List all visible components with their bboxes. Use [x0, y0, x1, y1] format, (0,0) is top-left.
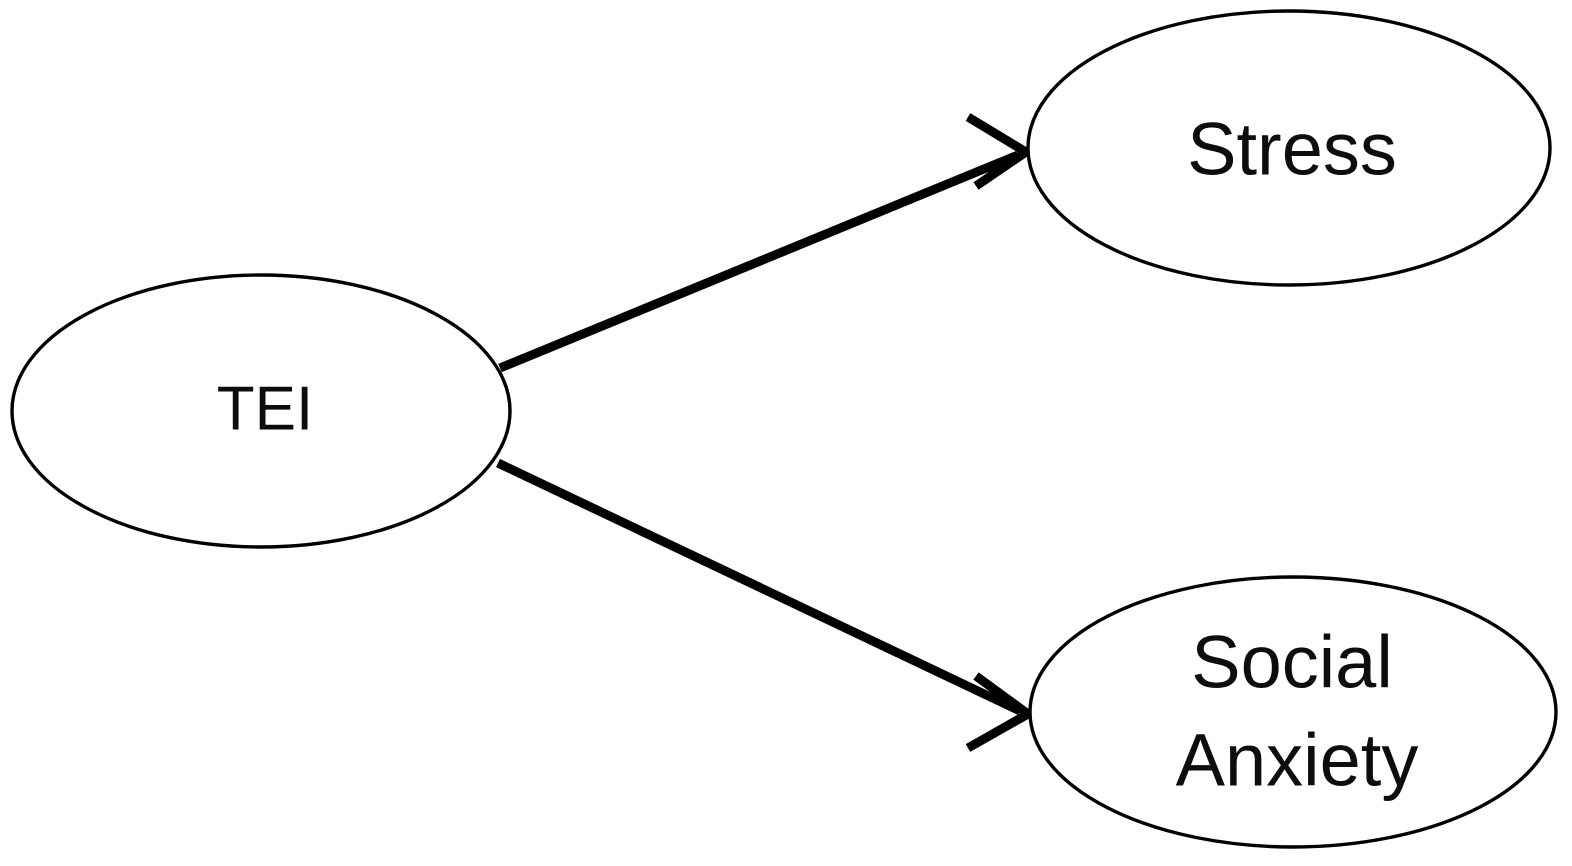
edge-tei-to-stress[interactable]: [498, 113, 1035, 373]
node-tei-label: TEI: [217, 374, 313, 443]
node-stress-label: Stress: [1187, 108, 1397, 191]
edge-line-tei-stress: [498, 150, 1020, 373]
arrowhead-stress-icon: [965, 113, 1035, 190]
node-stress-ellipse: [1026, 9, 1552, 287]
node-tei[interactable]: TEI: [10, 273, 512, 549]
edge-line-tei-anxiety: [496, 458, 1022, 716]
node-tei-ellipse: [10, 273, 512, 549]
node-social-anxiety-label-line1: Social: [1191, 621, 1393, 704]
node-social-anxiety[interactable]: Social Anxiety: [1028, 575, 1558, 849]
node-stress[interactable]: Stress: [1026, 9, 1552, 287]
arrowhead-anxiety-icon: [965, 672, 1037, 752]
node-social-anxiety-label-line2: Anxiety: [1176, 719, 1419, 802]
node-social-anxiety-ellipse: [1028, 575, 1558, 849]
edge-tei-to-social-anxiety[interactable]: [496, 458, 1037, 752]
